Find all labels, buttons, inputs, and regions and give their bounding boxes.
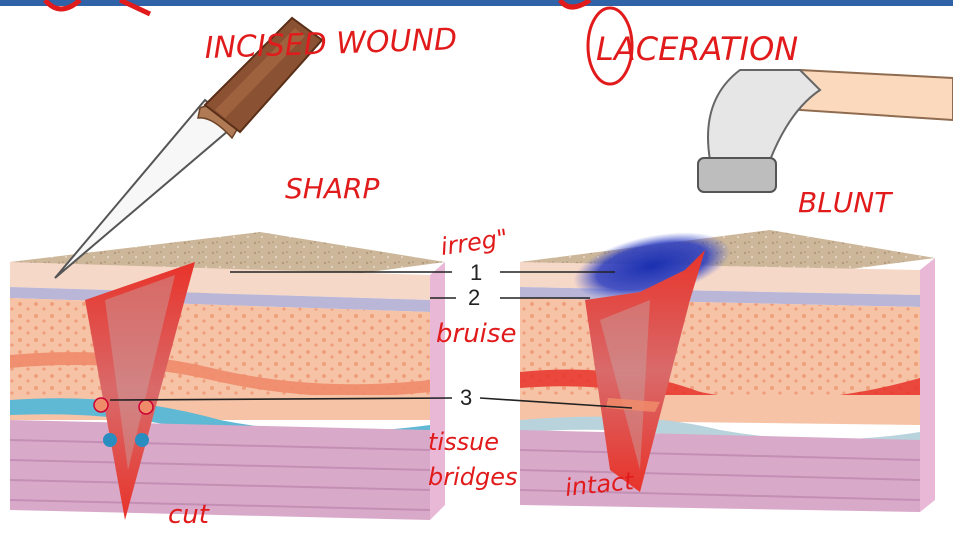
hammer-head — [708, 70, 820, 160]
annotation-tissue: tissue — [428, 428, 499, 456]
hammer-handle — [800, 70, 953, 120]
severed-vessel — [103, 433, 117, 447]
severed-vessel — [94, 398, 108, 412]
annotation-bruise: bruise — [436, 319, 516, 349]
severed-vessel — [135, 433, 149, 447]
annotation-bridges: bridges — [428, 463, 518, 491]
left-skin-block — [10, 232, 445, 520]
annotation-irreg: irreg" — [439, 224, 510, 261]
label-1: 1 — [470, 260, 482, 285]
annotation-blunt: BLUNT — [798, 186, 893, 219]
label-2: 2 — [468, 285, 480, 310]
annotation-cut: cut — [168, 500, 210, 530]
severed-vessel — [139, 400, 153, 414]
label-3: 3 — [460, 385, 472, 410]
hammer-illustration — [698, 70, 953, 192]
right-skin-block — [520, 220, 935, 512]
annotation-sharp: SHARP — [285, 172, 379, 205]
hammer-face — [698, 158, 776, 192]
annotation-incised-wound: INCISED WOUND — [204, 22, 458, 66]
header-bar — [0, 0, 953, 6]
annotation-laceration: LACERATION — [596, 30, 798, 68]
